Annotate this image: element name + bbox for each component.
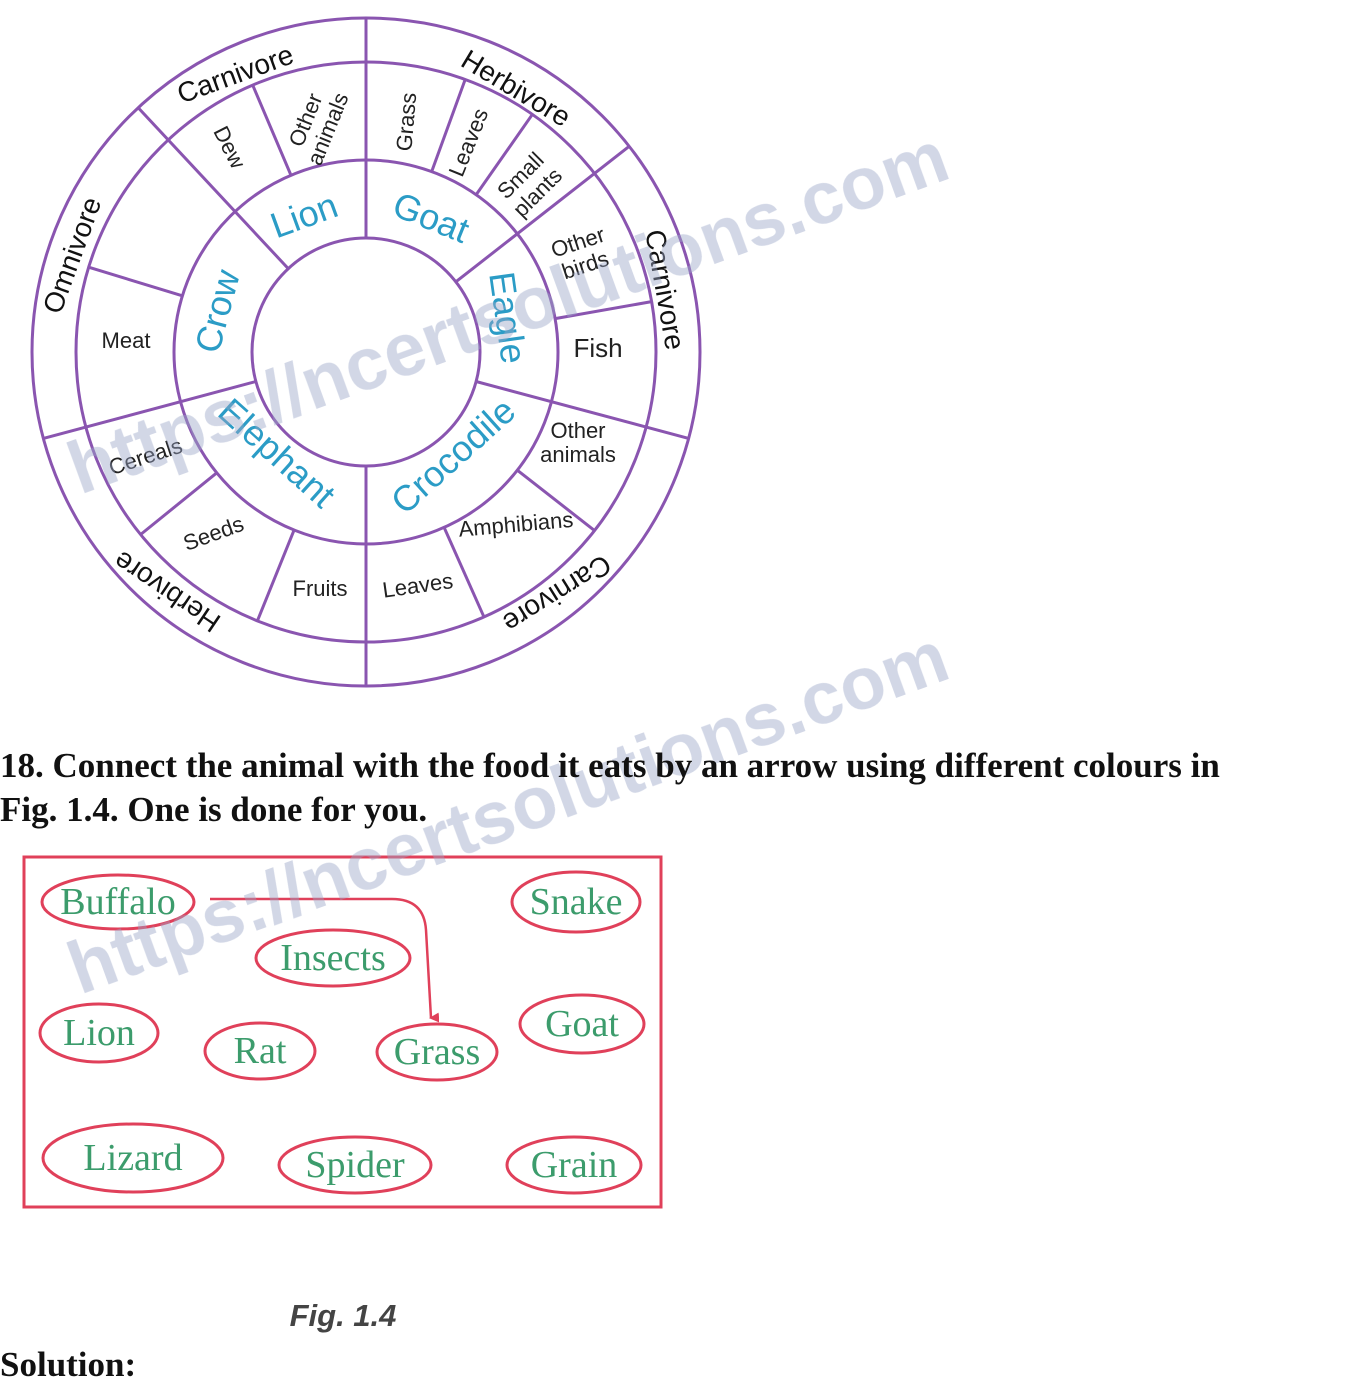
- item-ellipse: [375, 1022, 499, 1082]
- food-label: Fish: [573, 333, 622, 363]
- item-grain[interactable]: Grain: [505, 1135, 643, 1195]
- item-insects[interactable]: Insects: [254, 928, 412, 988]
- food-label: Meat: [102, 328, 151, 353]
- wheel-divider: [475, 380, 690, 440]
- item-label: Insects: [280, 937, 386, 979]
- animal-label: Crow: [186, 264, 248, 357]
- question-line-1: 18. Connect the animal with the food it …: [0, 746, 1220, 785]
- animal-label: Crocodile: [383, 390, 523, 522]
- item-ellipse: [518, 993, 646, 1055]
- food-label: Leaves: [381, 568, 455, 603]
- item-ellipse: [254, 928, 412, 988]
- example-arrow-buffalo-to-grass: [210, 897, 440, 1023]
- food-label: Otheranimals: [280, 80, 354, 169]
- wheel-divider: [474, 113, 534, 196]
- item-lion[interactable]: Lion: [38, 1002, 160, 1064]
- question-line-2: Fig. 1.4. One is done for you.: [0, 790, 428, 829]
- item-goat[interactable]: Goat: [518, 993, 646, 1055]
- wheel-divider: [42, 380, 257, 440]
- food-label: Dew: [208, 122, 250, 173]
- figure-caption: Fig. 1.4: [290, 1298, 397, 1333]
- item-spider[interactable]: Spider: [277, 1135, 433, 1195]
- wheel-divider: [251, 84, 293, 176]
- item-ellipse: [41, 1122, 225, 1194]
- wheel-divider: [139, 471, 218, 536]
- item-label: Grain: [531, 1144, 618, 1186]
- watermark: https://ncertsolutions.com https://ncert…: [57, 114, 959, 1010]
- item-label: Lion: [63, 1012, 135, 1054]
- food-label: Amphibians: [458, 507, 575, 542]
- wheel-divider: [255, 529, 296, 622]
- item-label: Lizard: [83, 1137, 182, 1179]
- item-ellipse: [510, 870, 642, 934]
- category-label: Herbivore: [108, 545, 226, 639]
- category-label: Carnivore: [173, 39, 298, 110]
- food-label: Grass: [391, 92, 421, 153]
- item-ellipse: [38, 1002, 160, 1064]
- item-label: Spider: [305, 1144, 405, 1186]
- item-label: Rat: [234, 1030, 287, 1072]
- item-ellipse: [40, 873, 196, 931]
- item-label: Buffalo: [60, 881, 175, 923]
- wheel-divider: [442, 526, 486, 618]
- figure-border: [22, 855, 663, 1209]
- wheel-divider: [88, 265, 183, 298]
- item-snake[interactable]: Snake: [510, 870, 642, 934]
- item-label: Goat: [545, 1003, 619, 1045]
- item-label: Snake: [530, 881, 623, 923]
- item-ellipse: [505, 1135, 643, 1195]
- item-label: Grass: [394, 1031, 481, 1073]
- wheel-divider: [430, 78, 467, 173]
- item-grass[interactable]: Grass: [375, 1022, 499, 1082]
- food-label: Fruits: [293, 576, 348, 601]
- wheel-divider: [554, 300, 652, 321]
- wheel-divider: [516, 469, 596, 532]
- item-ellipse: [203, 1021, 317, 1081]
- item-ellipse: [277, 1135, 433, 1195]
- solution-label: Solution:: [0, 1345, 137, 1384]
- item-buffalo[interactable]: Buffalo: [40, 873, 196, 931]
- wheel-divider: [137, 106, 290, 270]
- food-label: Seeds: [180, 511, 247, 556]
- item-lizard[interactable]: Lizard: [41, 1122, 225, 1194]
- wheel-divider: [454, 145, 631, 283]
- animal-label: Lion: [265, 184, 343, 246]
- animal-label: Goat: [387, 184, 475, 251]
- item-rat[interactable]: Rat: [203, 1021, 317, 1081]
